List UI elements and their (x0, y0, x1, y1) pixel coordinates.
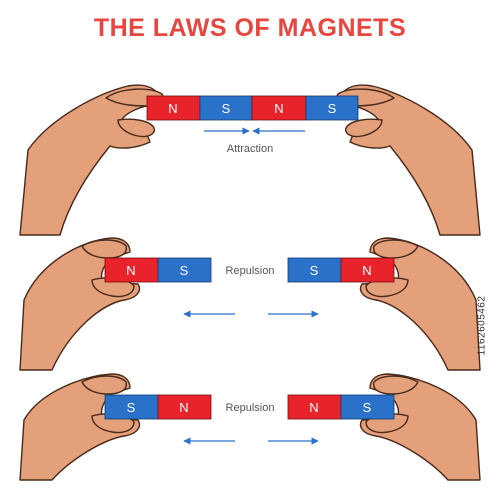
left-hand (19, 84, 165, 236)
magnet-right: N S (287, 394, 395, 420)
pole-label: N (309, 400, 318, 415)
magnet-left: N S (104, 257, 212, 283)
left-hand (19, 237, 141, 371)
attraction-label: Attraction (227, 143, 273, 155)
magnet-right: S N (287, 257, 395, 283)
pole-label: N (179, 400, 188, 415)
magnet-right: N S (251, 95, 359, 121)
pole-label: S (363, 400, 372, 415)
right-hand (359, 237, 481, 371)
magnet-left: S N (104, 394, 212, 420)
magnet-left: N S (146, 95, 253, 121)
magnet-pole-s (104, 394, 159, 420)
pole-label: N (362, 263, 371, 278)
magnet-pole-s (305, 95, 359, 121)
panel-repulsion-1: N S S N Repulsion (19, 237, 481, 371)
magnet-pole-s (340, 394, 395, 420)
pole-label: S (127, 400, 136, 415)
pole-label: S (328, 101, 337, 116)
magnet-pole-n (157, 394, 212, 420)
side-id-text: 1162605462 (476, 295, 488, 356)
pole-label: S (310, 263, 319, 278)
magnet-pole-n (340, 257, 395, 283)
left-hand (19, 373, 141, 481)
repulsion-label: Repulsion (226, 265, 275, 277)
pole-label: N (168, 101, 177, 116)
panel-repulsion-2: S N N S Repulsion (19, 373, 481, 481)
pole-label: N (126, 263, 135, 278)
right-hand (359, 373, 481, 481)
pole-label: N (274, 101, 283, 116)
pole-label: S (222, 101, 231, 116)
magnet-pole-n (287, 394, 342, 420)
magnet-pole-s (157, 257, 212, 283)
panel-attraction: N S N S Attraction (19, 84, 481, 236)
magnet-pole-s (199, 95, 253, 121)
repulsion-label: Repulsion (226, 402, 275, 414)
page-title: THE LAWS OF MAGNETS (93, 14, 407, 42)
pole-label: S (180, 263, 189, 278)
magnet-pole-n (251, 95, 307, 121)
